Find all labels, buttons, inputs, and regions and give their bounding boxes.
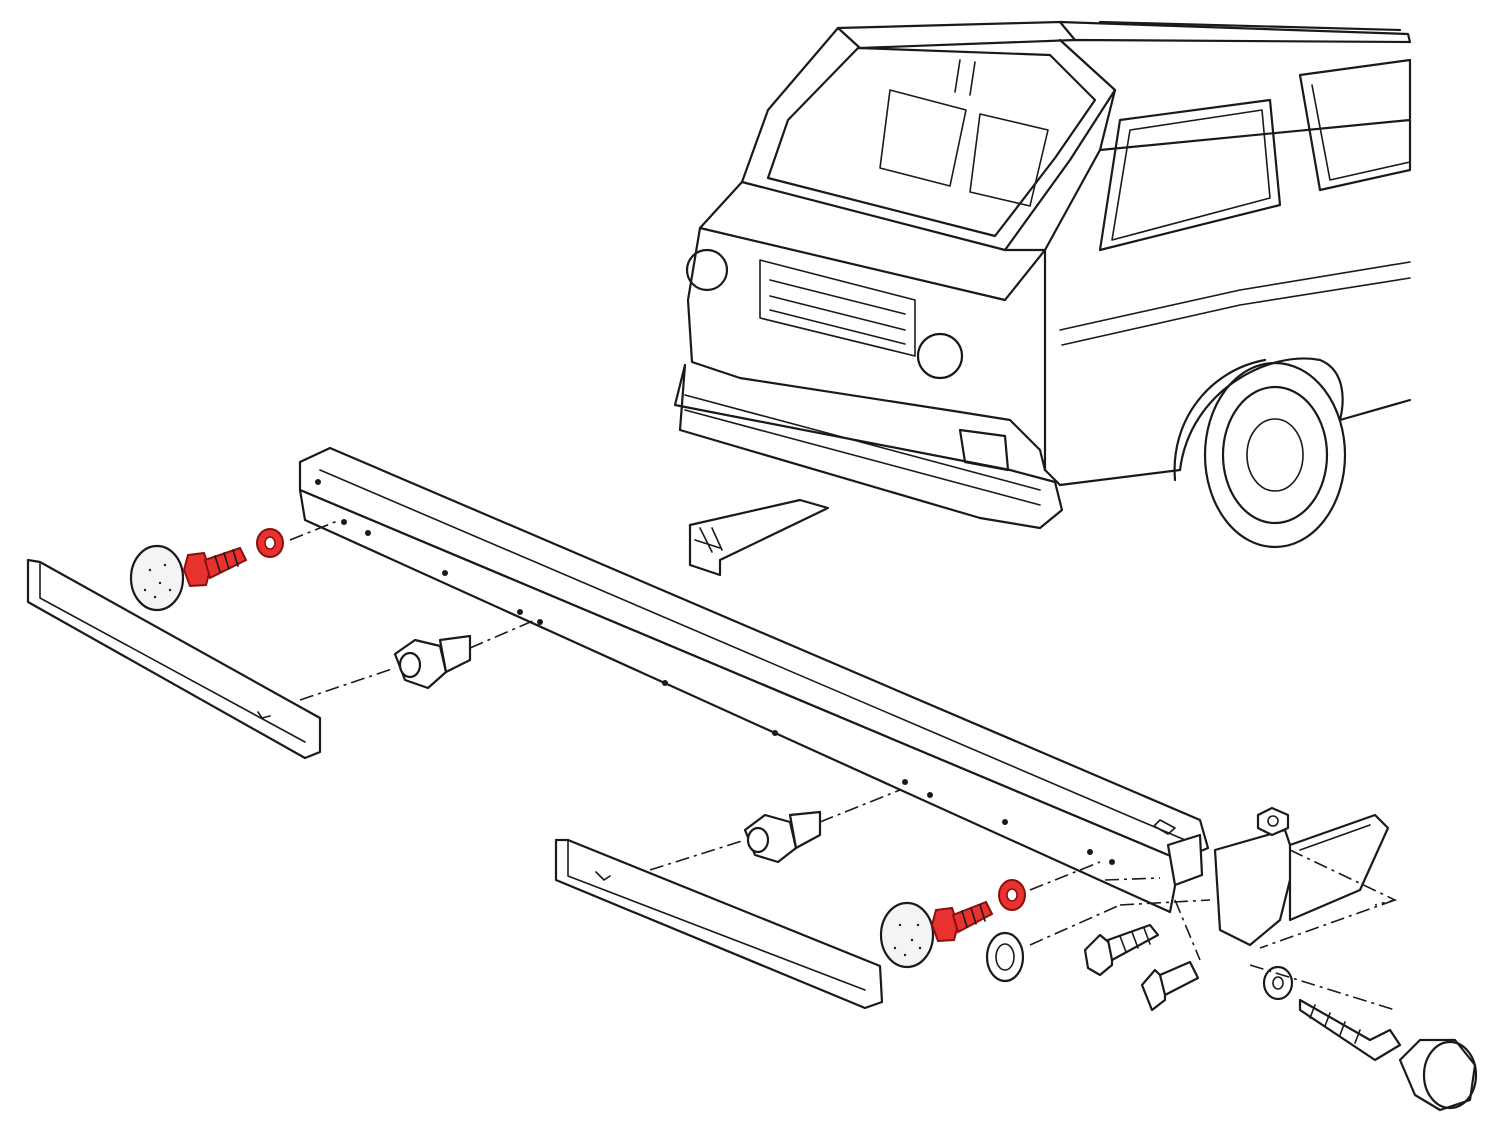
corner-bracket-assembly	[1104, 806, 1398, 949]
right-clip	[743, 810, 822, 864]
right-trim-strip	[554, 838, 884, 1010]
left-washer	[256, 528, 284, 558]
nut	[1256, 806, 1290, 837]
bumper-mount-holes	[315, 479, 1115, 865]
carriage-bolt	[1083, 923, 1160, 977]
bumper-mount-bracket	[688, 498, 830, 577]
left-clip	[393, 634, 472, 690]
lower-hardware	[1083, 899, 1478, 1112]
right-hex-bolt	[930, 900, 994, 943]
self-tapping-screw	[1298, 998, 1402, 1062]
right-washer	[998, 879, 1026, 911]
right-foam-pad-texture	[893, 923, 922, 957]
right-foam-pad	[879, 901, 935, 969]
left-trim-strip	[26, 558, 322, 760]
left-fastener-group	[129, 519, 536, 701]
left-foam-pad	[129, 544, 185, 612]
plastic-rivet	[1140, 960, 1200, 1012]
van-illustration	[673, 20, 1412, 549]
right-fastener-group	[649, 789, 1121, 983]
bumper-beam	[298, 446, 1210, 914]
left-hex-bolt	[182, 546, 248, 588]
left-foam-pad-texture	[143, 563, 172, 599]
grommet	[985, 931, 1025, 983]
lower-washer	[1262, 965, 1294, 1001]
end-cap-plug	[1398, 1038, 1478, 1112]
